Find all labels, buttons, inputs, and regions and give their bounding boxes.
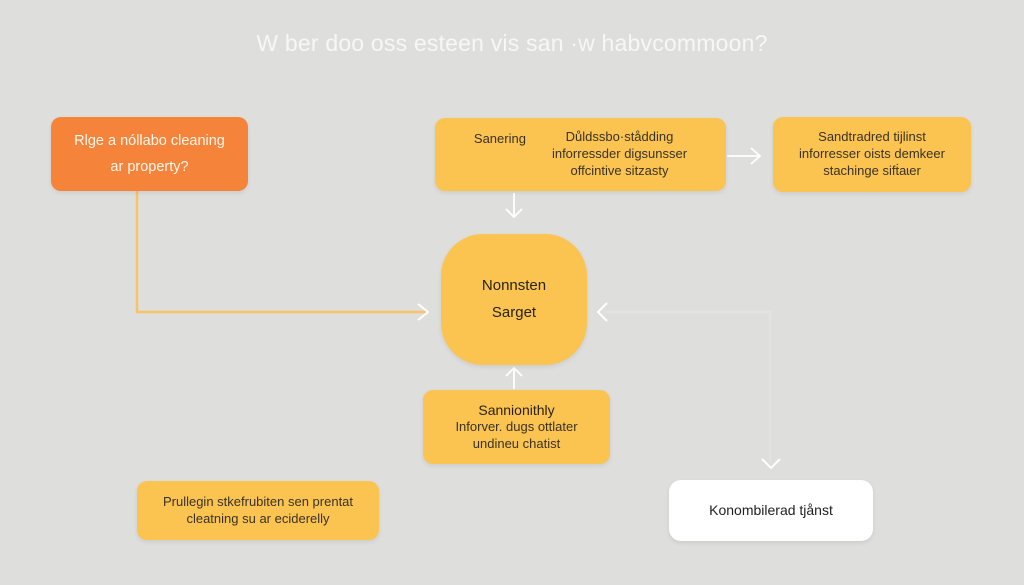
node-start-question[interactable]: Rlge a nóllabo cleaning ar property? bbox=[51, 117, 248, 191]
node-top-right[interactable]: Sandtradred tijlinst inforresser oists d… bbox=[773, 117, 971, 192]
node-bottom-middle-line1: Sannionithly bbox=[478, 402, 555, 419]
node-top-right-line1: Sandtradred tijlinst bbox=[818, 129, 926, 145]
node-center-line2: Sarget bbox=[491, 303, 537, 321]
node-bottom-left[interactable]: Prullegin stkefrubiten sen prentat cleat… bbox=[137, 481, 379, 540]
connector-right-loop bbox=[604, 311, 771, 462]
node-bottom-middle[interactable]: Sannionithly Inforver. dugs ottlater und… bbox=[423, 390, 610, 464]
node-top-right-line3: stachinge sifṫaɩer bbox=[823, 162, 921, 178]
node-top-middle-label: Sanering bbox=[473, 131, 526, 147]
node-top-middle-line1: Důldssbo·stådding bbox=[565, 129, 674, 145]
arrow-head-right-icon bbox=[417, 303, 430, 321]
node-center[interactable]: Nonnsten Sarget bbox=[441, 234, 587, 365]
node-center-line1: Nonnsten bbox=[481, 277, 547, 295]
node-bottom-left-line1: Prullegin stkefrubiten sen prentat bbox=[162, 493, 354, 509]
node-bottom-right[interactable]: Konombilerad tjånst bbox=[669, 480, 873, 541]
arrow-head-down-icon bbox=[761, 458, 781, 470]
node-bottom-middle-line2: Inforver. dugs ottlater bbox=[455, 419, 578, 435]
connector-start-to-center bbox=[135, 190, 428, 314]
arrow-head-left-icon bbox=[596, 302, 608, 322]
diagram-title: W ber doo oss esteen vis san ·w habvcomm… bbox=[256, 30, 768, 56]
node-top-middle-line2: inforressder digsunsser bbox=[551, 146, 688, 162]
node-bottom-middle-line3: undineu chatist bbox=[472, 436, 561, 452]
node-bottom-left-line2: cleatning su ar eciderelly bbox=[186, 510, 330, 526]
node-bottom-right-label: Konombilerad tjånst bbox=[709, 502, 833, 519]
arrow-head-down-icon bbox=[505, 208, 523, 219]
node-top-middle[interactable]: Sanering Důldssbo·stådding inforressder … bbox=[435, 118, 726, 191]
node-start-line2: ar property? bbox=[110, 159, 189, 175]
arrow-head-up-icon bbox=[505, 366, 523, 377]
node-top-right-line2: inforresser oists demkeer bbox=[799, 146, 945, 162]
node-top-middle-line3: offcintive sitzasty bbox=[570, 162, 669, 178]
arrow-head-right-icon bbox=[750, 147, 762, 165]
node-start-line1: Rlge a nóllabo cleaning bbox=[74, 132, 225, 149]
